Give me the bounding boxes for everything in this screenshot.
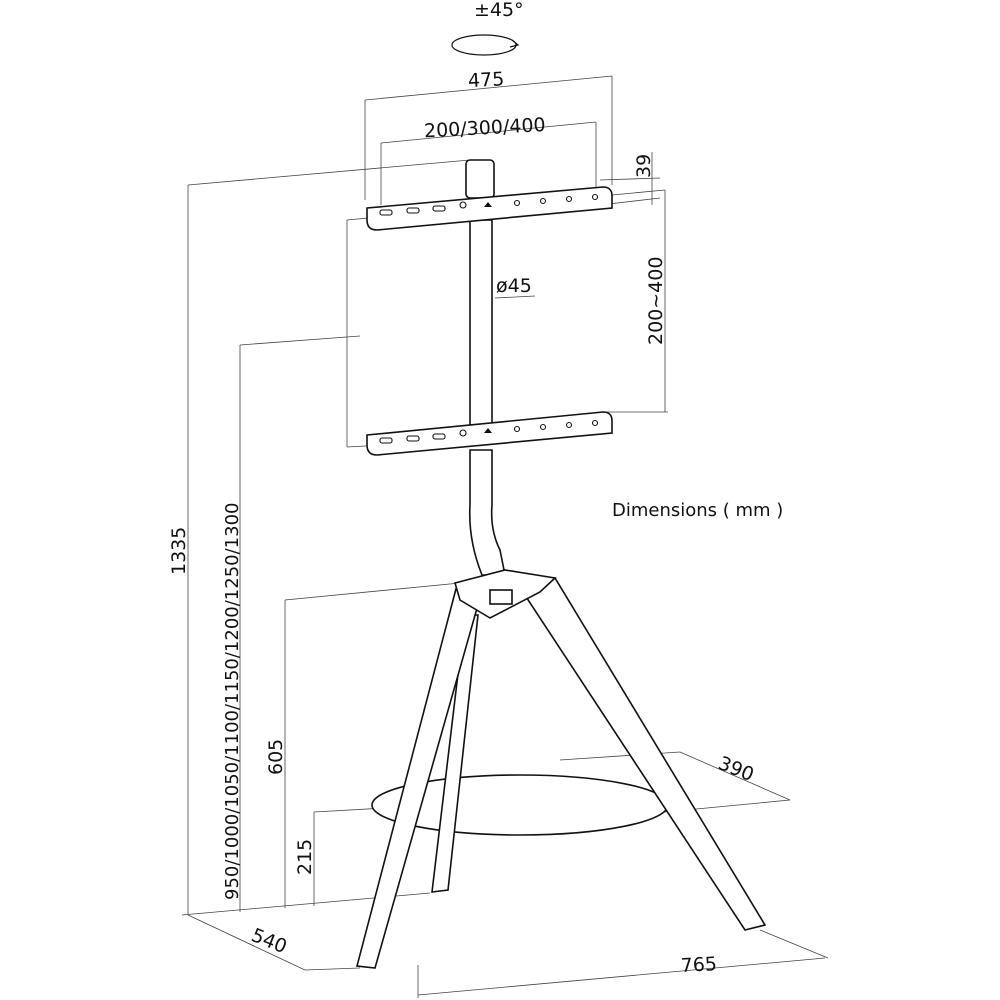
mount-heights-label: 950/1000/1050/1100/1150/1200/1250/1300 — [222, 503, 243, 900]
stand-pole — [465, 159, 506, 576]
vesa-vertical-label: 200~400 — [645, 257, 667, 345]
pole-diameter-label: ø45 — [496, 275, 532, 297]
plate-height-label: 39 — [633, 154, 655, 178]
tripod-legs — [355, 569, 767, 969]
total-height-label: 1335 — [168, 527, 190, 575]
leg-junction-height-label: 605 — [265, 739, 287, 775]
shelf-height-label: 215 — [294, 839, 316, 875]
bottom-mounting-plate — [366, 411, 613, 456]
width-label: 765 — [680, 953, 717, 977]
vesa-horizontal-label: 200/300/400 — [424, 114, 547, 142]
diagram-title: Dimensions ( mm ) — [612, 500, 783, 521]
rotation-arrow-icon — [451, 34, 520, 56]
top-mounting-plate — [366, 186, 613, 231]
shelf-depth-label: 390 — [715, 752, 757, 786]
plate-width-label: 475 — [467, 68, 504, 92]
rotation-label: ±45° — [474, 0, 524, 21]
